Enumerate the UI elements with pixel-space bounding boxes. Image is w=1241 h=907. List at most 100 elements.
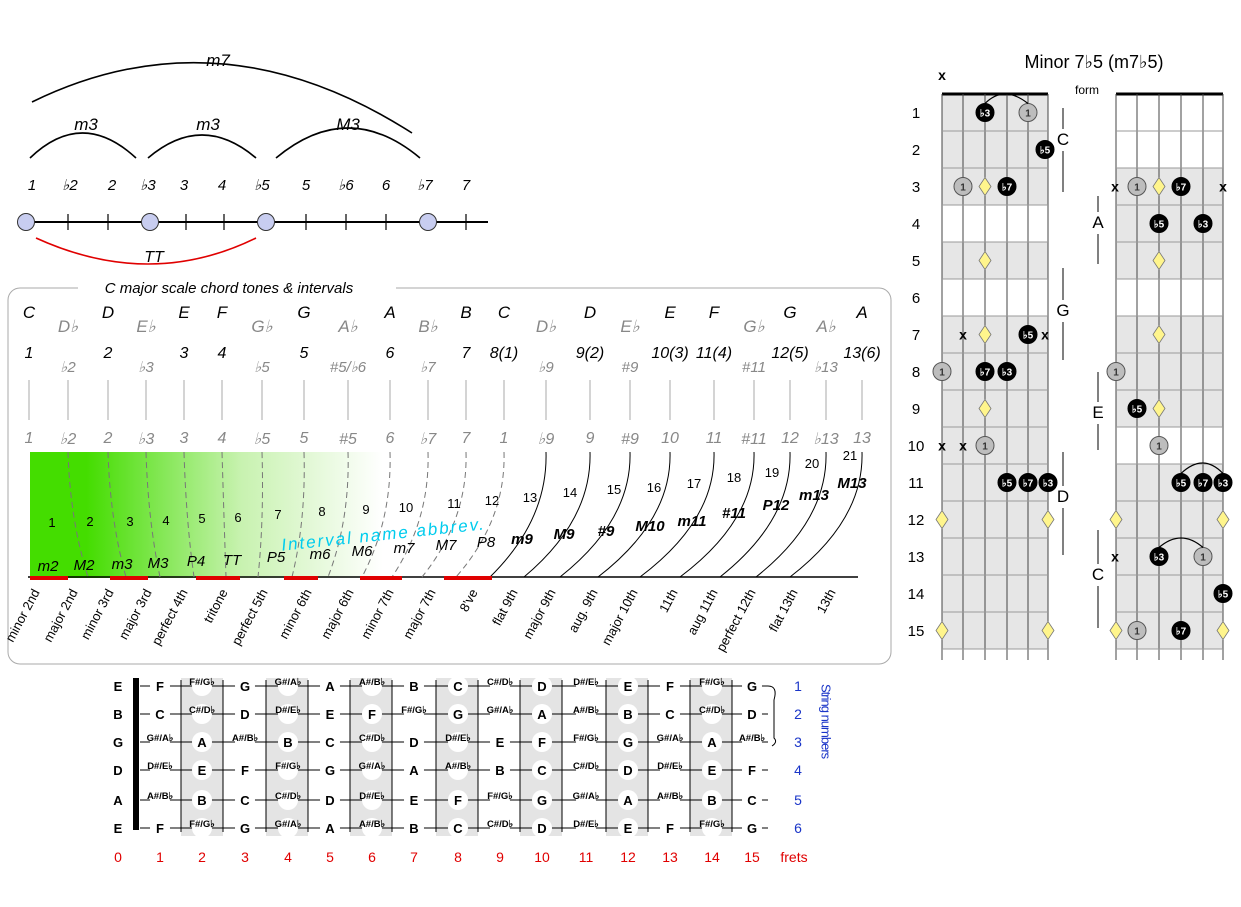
interval-name: major 9th bbox=[520, 586, 559, 641]
note-bubble bbox=[742, 760, 762, 780]
diamond-marker bbox=[1152, 176, 1166, 197]
chord-tone-dot bbox=[1213, 584, 1233, 603]
semitone-boundary bbox=[559, 451, 631, 578]
chord-tone-label: 1 bbox=[1156, 442, 1162, 453]
chart-title: C major scale chord tones & intervals bbox=[105, 280, 354, 297]
note-name: F#/G♭ bbox=[573, 733, 599, 744]
note-name: A♭ bbox=[337, 317, 358, 336]
note-name: A#/B♭ bbox=[739, 733, 766, 744]
note-name: A♭ bbox=[815, 317, 836, 336]
fret-number: 10 bbox=[534, 849, 550, 865]
semitone-boundary bbox=[183, 451, 195, 578]
degree-label: 13(6) bbox=[843, 345, 880, 362]
note-bubble bbox=[320, 732, 340, 752]
note-name: B bbox=[409, 679, 418, 694]
note-name: A bbox=[325, 679, 335, 694]
note-bubble bbox=[404, 818, 424, 838]
note-bubble bbox=[404, 676, 424, 696]
m7b5-chord-diagram: Minor 7♭5 (m7♭5)formx1234567891011121314… bbox=[908, 52, 1233, 660]
fret-shade bbox=[1116, 501, 1223, 538]
degree-label: 2 bbox=[107, 177, 117, 194]
fret-number: 12 bbox=[620, 849, 636, 865]
degree-label: 3 bbox=[180, 177, 189, 194]
chord-tone-dot bbox=[953, 177, 973, 196]
note-bubble bbox=[742, 818, 762, 838]
degree-label: 7 bbox=[462, 177, 471, 194]
note-name: F bbox=[538, 735, 546, 750]
form-letter: A bbox=[1092, 213, 1104, 232]
fret-shade bbox=[436, 678, 478, 836]
degree-label: ♭13 bbox=[813, 431, 838, 448]
note-bubble bbox=[404, 704, 424, 724]
fret-shade bbox=[942, 612, 1048, 649]
note-name: F#/G♭ bbox=[487, 791, 513, 802]
note-name: G bbox=[747, 679, 757, 694]
note-name: D bbox=[747, 707, 756, 722]
interval-chart: C major scale chord tones & intervalsCD♭… bbox=[2, 280, 880, 654]
note-bubble bbox=[532, 790, 552, 810]
degree-label: 1 bbox=[28, 177, 36, 194]
semitone-fan-fill bbox=[30, 452, 500, 578]
note-bubble bbox=[618, 732, 638, 752]
note-name: G#/A♭ bbox=[487, 705, 514, 716]
semitone-boundary bbox=[719, 451, 791, 578]
note-bubble bbox=[404, 732, 424, 752]
note-name: G#/A♭ bbox=[275, 819, 302, 830]
degree-label: ♭3 bbox=[140, 177, 156, 194]
note-bubble bbox=[362, 790, 382, 810]
note-name: G bbox=[240, 821, 250, 836]
semitone-count: 6 bbox=[234, 510, 241, 525]
chord-tone-dot bbox=[1193, 473, 1213, 492]
semitone-count: 5 bbox=[198, 511, 205, 526]
arc-label: M3 bbox=[336, 115, 360, 134]
interval-abbrev: M13 bbox=[837, 475, 867, 492]
bracket bbox=[767, 685, 777, 747]
degree-label: #5 bbox=[339, 431, 357, 448]
note-bubble bbox=[150, 732, 170, 752]
note-bubble bbox=[192, 790, 212, 810]
note-name: A#/B♭ bbox=[147, 791, 174, 802]
semitone-count: 8 bbox=[318, 504, 325, 519]
chord-tone-dot bbox=[1149, 214, 1169, 233]
diamond-marker bbox=[1152, 398, 1166, 419]
note-bubble bbox=[192, 676, 212, 696]
note-name: A bbox=[197, 735, 207, 750]
open-string-name: A bbox=[113, 793, 123, 808]
note-bubble bbox=[278, 760, 298, 780]
chord-tone-label: ♭3 bbox=[1002, 368, 1013, 379]
slur bbox=[984, 93, 1029, 104]
degree-label: 2 bbox=[103, 345, 113, 362]
tritone-arc bbox=[35, 237, 257, 265]
note-bubble bbox=[490, 676, 510, 696]
chord-tone-label: ♭7 bbox=[1176, 183, 1187, 194]
note-name: C bbox=[453, 821, 463, 836]
string-numbers-label: String numbers bbox=[819, 684, 834, 760]
semitone-boundary bbox=[391, 451, 429, 578]
note-bubble bbox=[742, 704, 762, 724]
degree-label: ♭3 bbox=[138, 359, 154, 376]
note-name: D#/E♭ bbox=[573, 677, 599, 688]
semitone-boundary bbox=[327, 451, 349, 578]
note-bubble bbox=[490, 732, 510, 752]
chord-tone-label: ♭3 bbox=[1198, 220, 1209, 231]
note-bubble bbox=[448, 760, 468, 780]
interval-name: aug 11th bbox=[684, 586, 721, 637]
chord-tone-label: 1 bbox=[1113, 368, 1119, 379]
note-bubble bbox=[702, 760, 722, 780]
note-name: F#/G♭ bbox=[189, 677, 215, 688]
degree-label: ♭5 bbox=[254, 359, 270, 376]
note-bubble bbox=[278, 818, 298, 838]
degree-label: 1 bbox=[500, 430, 509, 447]
form-label-bg bbox=[1089, 402, 1107, 424]
note-bubble bbox=[235, 676, 255, 696]
note-bubble bbox=[320, 704, 340, 724]
note-name: G♭ bbox=[743, 317, 765, 336]
note-bubble bbox=[618, 760, 638, 780]
degree-label: ♭3 bbox=[138, 431, 155, 448]
string-number: 2 bbox=[794, 706, 802, 722]
note-name: A#/B♭ bbox=[359, 677, 386, 688]
note-name: F bbox=[156, 821, 164, 836]
note-bubble bbox=[490, 704, 510, 724]
fret-number: 0 bbox=[114, 849, 122, 865]
note-name: A#/B♭ bbox=[657, 791, 684, 802]
